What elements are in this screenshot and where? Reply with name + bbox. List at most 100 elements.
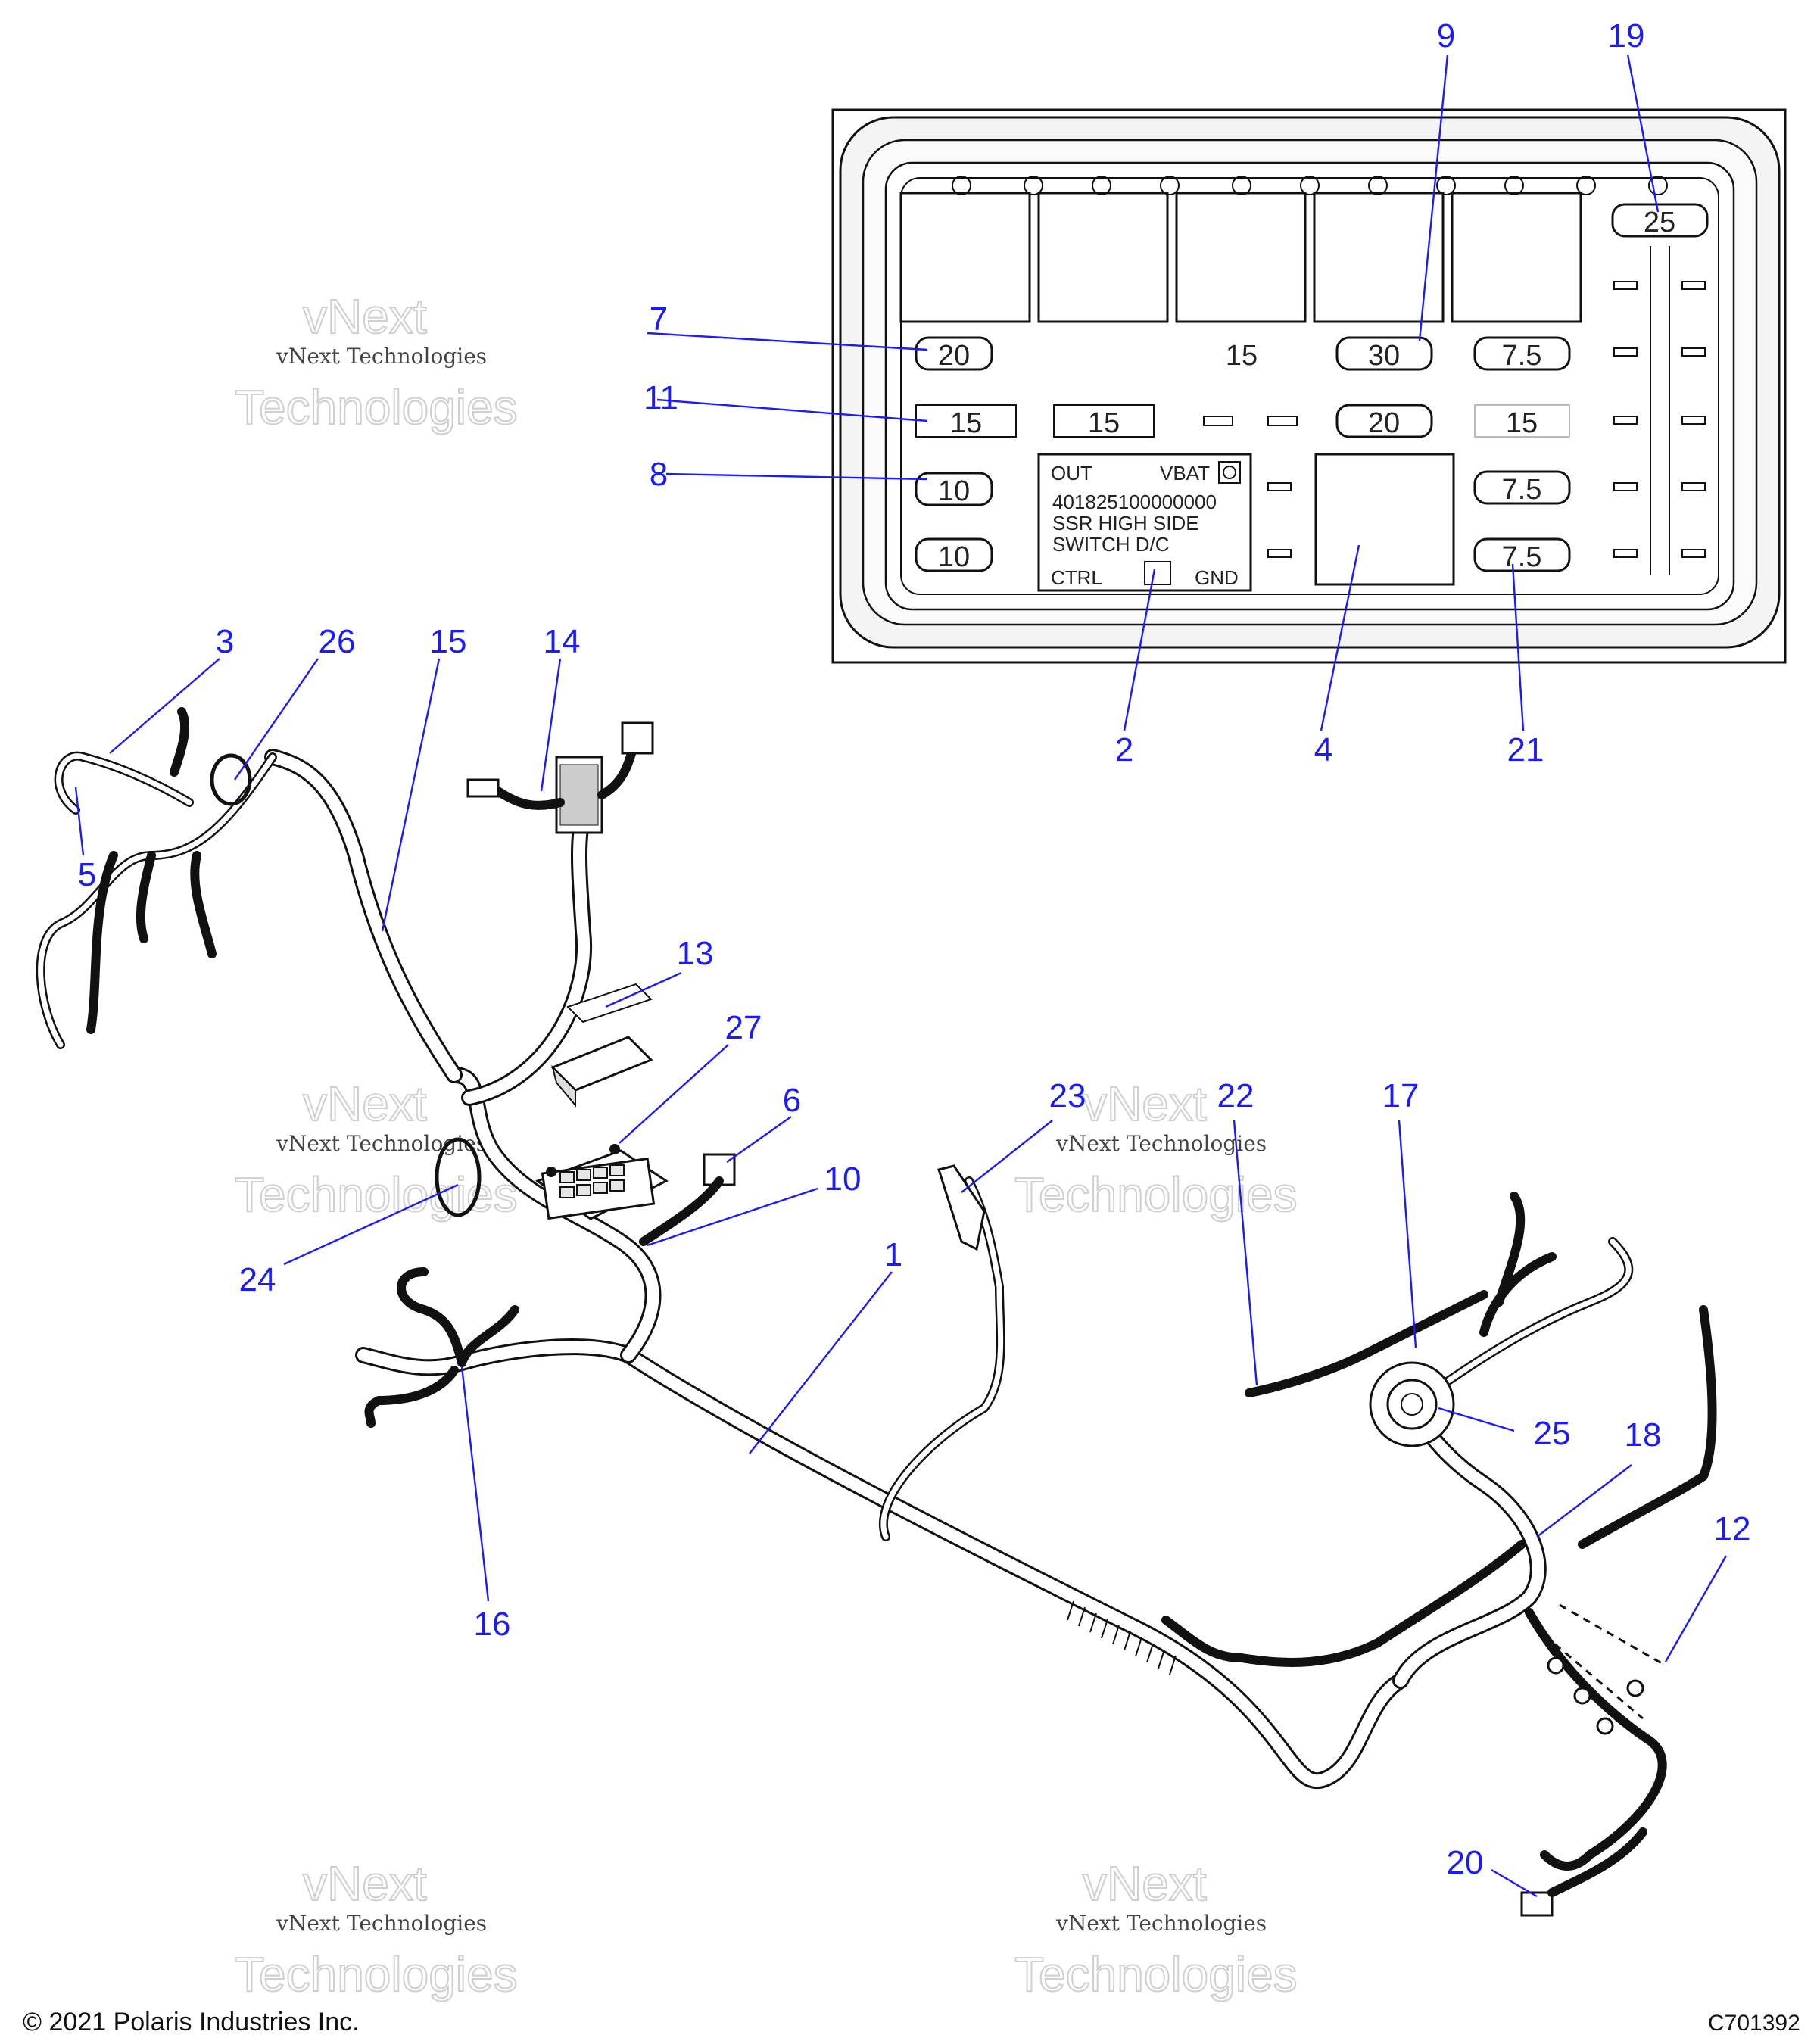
relay-1 [899,192,1031,323]
callout-22: 22 [1217,1077,1254,1114]
watermark-small: vNext Technologies [276,344,487,369]
svg-text:7.5: 7.5 [1502,474,1542,506]
callout-8: 8 [650,456,668,493]
relay-3 [1175,192,1307,323]
callout-11: 11 [644,379,678,416]
svg-text:15: 15 [1226,340,1258,372]
watermark-mid-center: vNext Technologies vNext Technologies [1014,1076,1298,1223]
svg-text:30: 30 [1368,340,1400,372]
fuse-15-b: 15 [1053,404,1155,439]
callout-19: 19 [1608,17,1645,55]
svg-text:20: 20 [938,340,970,372]
callout-27: 27 [725,1009,762,1046]
tie-strap-26 [210,753,252,806]
fuse-15-a: 15 [915,404,1017,439]
main-harness [36,707,1717,1871]
bolts-12 [1544,1603,1666,1735]
fuse-15-d: 15 [1474,404,1570,439]
svg-text:vNext Technologies: vNext Technologies [276,1911,487,1936]
diagram-code: C701392 [1708,2011,1800,2036]
callout-17: 17 [1382,1077,1420,1114]
svg-text:vNext: vNext [1083,1856,1207,1911]
relay-2 [1037,192,1169,323]
svg-text:vNext Technologies: vNext Technologies [1055,1131,1267,1156]
svg-text:Technologies: Technologies [235,1947,518,2002]
fuse-25: 25 [1611,203,1709,238]
svg-text:15: 15 [1506,407,1538,439]
callout-16: 16 [474,1606,511,1643]
callout-7: 7 [650,301,668,338]
svg-text:25: 25 [1644,207,1675,238]
leader-lines [74,54,1728,1898]
svg-text:Technologies: Technologies [1014,1947,1298,2002]
svg-text:15: 15 [1088,407,1120,439]
callout-10: 10 [824,1161,862,1198]
callout-5: 5 [78,856,96,893]
svg-text:15: 15 [950,407,982,439]
callout-18: 18 [1625,1416,1662,1454]
relay-4 [1313,192,1445,323]
connector-14 [466,721,654,834]
callout-labels: 1 2 3 4 5 6 7 8 9 10 11 12 13 14 15 16 1… [78,17,1751,1881]
svg-text:20: 20 [1368,407,1400,439]
callout-24: 24 [239,1261,276,1298]
callout-12: 12 [1714,1510,1751,1547]
power-distribution-module [535,1149,669,1220]
svg-text:SWITCH D/C: SWITCH D/C [1052,533,1170,556]
bracket-23 [937,1164,986,1251]
clamp-24 [435,1137,482,1217]
callout-2: 2 [1115,731,1133,768]
watermark-mid-left: vNext Technologies vNext Technologies [234,1076,519,1223]
svg-text:VBAT: VBAT [1160,462,1210,485]
svg-text:7.5: 7.5 [1502,340,1542,372]
copyright-text: © 2021 Polaris Industries Inc. [23,2008,360,2036]
callout-23: 23 [1049,1077,1086,1114]
svg-text:10: 10 [938,541,970,573]
fuse-30: 30 [1335,336,1433,372]
fuse-7-5-a: 7.5 [1473,336,1571,372]
connector-6 [639,1153,736,1246]
watermark-big-2: Technologies [235,380,518,435]
fuse-rails [952,176,1670,575]
fuse-7-5-c: 7.5 [1473,537,1571,573]
callout-26: 26 [319,623,356,660]
watermark-big-1: vNext [303,289,427,344]
svg-text:vNext Technologies: vNext Technologies [1055,1911,1267,1936]
fuse-7-5-b: 7.5 [1473,470,1571,506]
callout-15: 15 [430,623,467,660]
svg-text:Technologies: Technologies [235,1167,518,1222]
svg-text:10: 10 [938,475,970,507]
relay-6 [1314,453,1455,586]
fuse-slots-right [1267,281,1706,558]
watermark-top-left: vNext Technologies vNext Technologies [234,288,519,435]
svg-text:vNext: vNext [1083,1077,1207,1131]
callout-3: 3 [216,623,234,660]
callout-1: 1 [884,1236,902,1273]
fuse-10-a: 10 [915,472,993,507]
callout-21: 21 [1507,731,1544,768]
fuse-10-b: 10 [915,537,993,573]
screw-27 [546,1144,620,1177]
svg-text:vNext: vNext [303,1856,427,1911]
svg-text:vNext Technologies: vNext Technologies [276,1131,487,1156]
svg-text:OUT: OUT [1051,462,1092,485]
callout-6: 6 [783,1082,801,1119]
fuse-20-a: 20 [915,336,993,372]
svg-text:CTRL: CTRL [1051,566,1102,589]
watermark-bottom-center: vNext Technologies vNext Technologies [1014,1855,1298,2002]
callout-4: 4 [1314,731,1332,768]
ssr-module: OUT VBAT 401825100000000 SSR HIGH SIDE S… [1037,453,1252,592]
connector-20 [1520,1827,1647,1917]
watermark-bottom-left: vNext Technologies vNext Technologies [234,1855,519,2002]
svg-text:vNext: vNext [303,1077,427,1131]
svg-text:GND: GND [1195,566,1239,589]
callout-20: 20 [1447,1844,1484,1881]
grommet-25 [1369,1361,1455,1447]
fuse-box-detail: 20 15 10 10 15 15 30 20 [831,108,1787,664]
callout-13: 13 [677,935,714,972]
svg-text:401825100000000: 401825100000000 [1052,491,1217,513]
svg-text:Technologies: Technologies [1014,1167,1298,1222]
callout-9: 9 [1437,17,1455,55]
convoluted-tubing [1067,1600,1177,1675]
